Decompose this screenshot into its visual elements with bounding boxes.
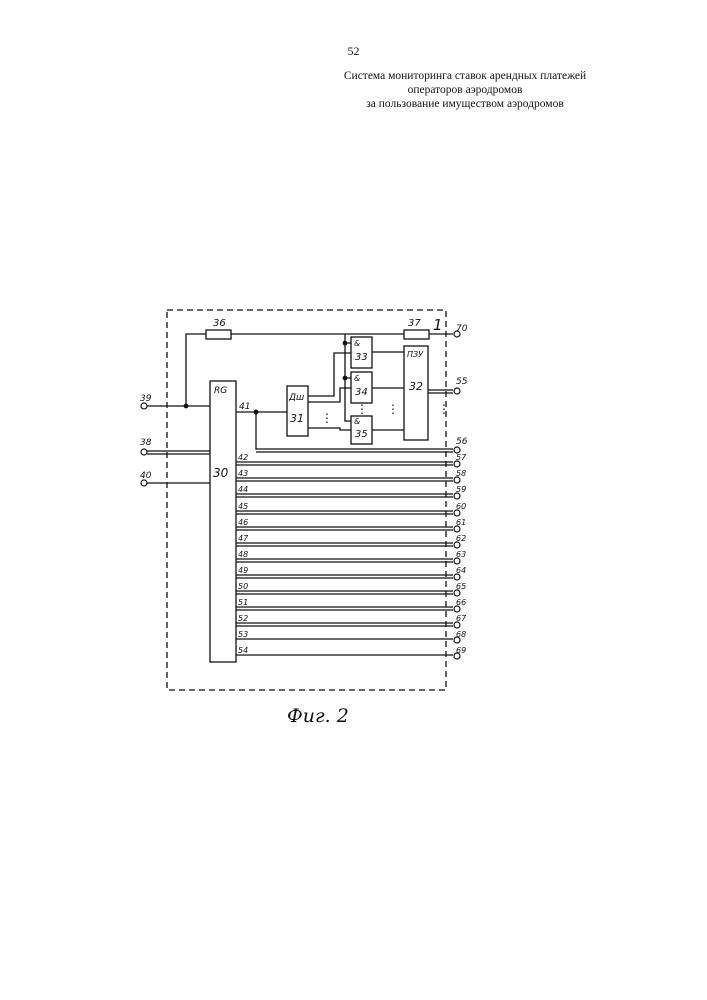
output-label: 65	[456, 582, 466, 591]
output-56-label: 56	[456, 437, 468, 447]
register-number: 30	[213, 466, 229, 480]
delay-element-36	[206, 330, 231, 339]
output-label: 63	[456, 550, 466, 559]
and-34-header: &	[354, 374, 360, 383]
and-35-header: &	[354, 417, 360, 426]
frame-number: 1	[433, 316, 443, 334]
output-dots: ⋮	[438, 402, 450, 416]
register-output-label: 48	[238, 550, 248, 559]
register-output-label: 54	[238, 646, 248, 655]
register-output-label: 50	[238, 582, 248, 591]
output-label: 58	[456, 469, 466, 478]
rom-header: ПЗУ	[407, 350, 424, 359]
output-55-label: 55	[456, 377, 468, 387]
output-label: 62	[456, 534, 466, 543]
register-output-label: 42	[238, 453, 248, 462]
output-label: 57	[456, 453, 467, 462]
register-header: RG	[214, 386, 227, 396]
output-label: 68	[456, 630, 466, 639]
decoder-header: Дш	[288, 393, 304, 403]
junction-dot	[184, 404, 188, 408]
register-output-41-label: 41	[239, 402, 250, 412]
register-output-label: 45	[238, 502, 248, 511]
delay-element-37	[404, 330, 429, 339]
rom-number: 32	[409, 380, 423, 393]
junction-dot	[343, 341, 347, 345]
and-33-number: 33	[355, 352, 368, 363]
register-output-label: 52	[238, 614, 248, 623]
junction-dot	[254, 410, 258, 414]
input-39-label: 39	[140, 394, 152, 404]
input-40-label: 40	[140, 471, 152, 481]
register-output-label: 44	[238, 485, 248, 494]
and-33-header: &	[354, 339, 360, 348]
delay-36-number: 36	[213, 318, 226, 329]
output-label: 69	[456, 646, 466, 655]
rom-block	[404, 346, 428, 440]
input-terminal	[141, 449, 147, 455]
register-output-label: 51	[238, 598, 248, 607]
input-38-label: 38	[140, 438, 152, 448]
register-output-label: 53	[238, 630, 248, 639]
output-label: 59	[456, 485, 466, 494]
output-label: 66	[456, 598, 466, 607]
top-line	[186, 334, 206, 407]
decoder-dots: ⋮	[321, 411, 333, 425]
register-output-label: 46	[238, 518, 248, 527]
output-label: 61	[456, 518, 466, 527]
output-label: 64	[456, 566, 466, 575]
register-block	[210, 381, 236, 662]
output-label: 67	[456, 614, 467, 623]
rom-dots: ⋮	[387, 402, 399, 416]
register-output-label: 47	[238, 534, 249, 543]
gate-dots: ⋮	[356, 402, 368, 416]
decoder-number: 31	[290, 412, 304, 425]
delay-37-number: 37	[408, 318, 421, 329]
and-34-number: 34	[355, 387, 368, 398]
and-35-number: 35	[355, 429, 368, 440]
junction-dot	[343, 376, 347, 380]
register-output-label: 49	[238, 566, 248, 575]
output-terminal	[454, 388, 460, 394]
output-label: 60	[456, 502, 466, 511]
output-70-label: 70	[456, 324, 468, 334]
figure-caption: Фиг. 2	[287, 705, 349, 727]
register-output-label: 43	[238, 469, 248, 478]
